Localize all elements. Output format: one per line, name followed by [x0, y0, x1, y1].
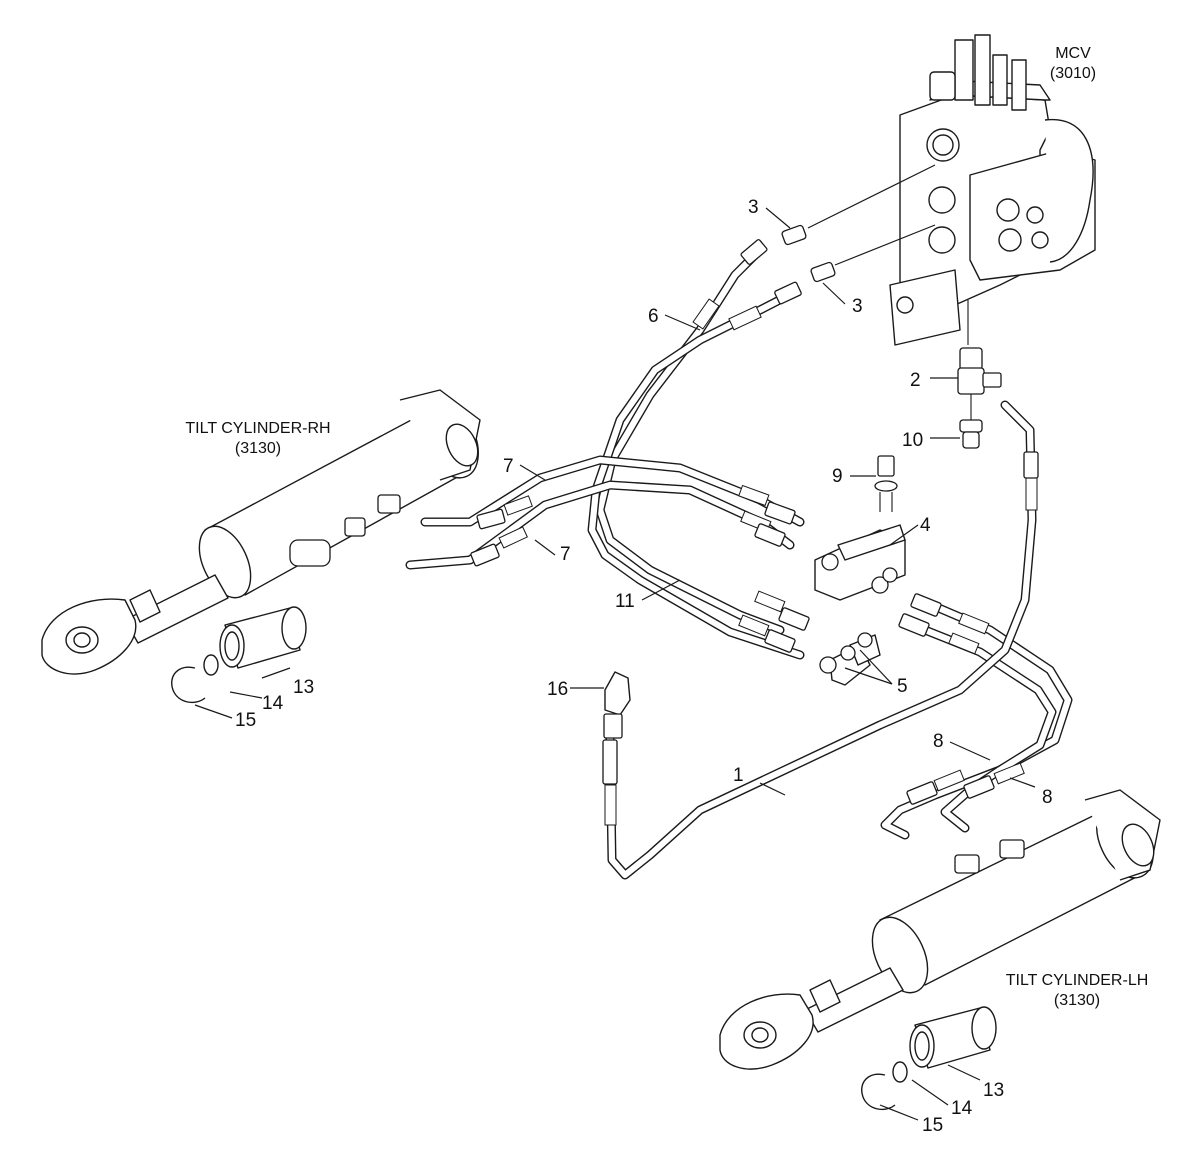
callout-13: 13 [983, 1080, 1004, 1101]
callout-2: 2 [910, 370, 921, 391]
bolt-9 [874, 455, 898, 512]
callout-10: 10 [902, 430, 923, 451]
tilt-rh-code: (3130) [235, 440, 281, 457]
callout-16: 16 [547, 679, 568, 700]
callout-15: 15 [922, 1115, 943, 1136]
callout-5: 5 [897, 676, 908, 697]
callout-11: 11 [615, 591, 635, 612]
hose-sleeves [498, 298, 1038, 826]
assembly-labels: MCV (3010) TILT CYLINDER-RH (3130) TILT … [185, 45, 1148, 1009]
hose-ferrules [470, 239, 1039, 805]
callout-3: 3 [852, 296, 863, 317]
callout-4: 4 [920, 515, 931, 536]
callout-3: 3 [748, 197, 759, 218]
o-ring-14-lh [892, 1061, 908, 1083]
elbow-fitting-16 [603, 671, 631, 739]
callout-8: 8 [933, 731, 944, 752]
tilt-lh-code: (3130) [1054, 992, 1100, 1009]
fitting-3-upper [781, 164, 936, 246]
callout-6: 6 [648, 306, 659, 327]
tee-fitting-2 [957, 347, 1002, 420]
fitting-3-lower [810, 224, 936, 283]
tilt-rh-name: TILT CYLINDER-RH [185, 420, 330, 437]
tilt-lh-name: TILT CYLINDER-LH [1006, 972, 1149, 989]
callout-7: 7 [503, 456, 514, 477]
snap-ring-15-rh [171, 666, 206, 704]
plug-10 [959, 419, 983, 449]
callout-14: 14 [262, 693, 284, 714]
connector-blocks-5 [819, 632, 881, 686]
callout-numbers: 3 3 6 2 10 9 4 7 7 11 5 16 1 8 8 13 14 1… [235, 197, 1053, 1136]
callout-1: 1 [733, 765, 744, 786]
bushing-13-rh [219, 606, 307, 669]
callout-13: 13 [293, 677, 314, 698]
snap-ring-15-lh [861, 1073, 896, 1111]
bushing-13-lh [909, 1006, 997, 1069]
leader-lines [194, 207, 1036, 1121]
tilt-cylinder-lh [719, 789, 1161, 1070]
manifold-block-4 [814, 524, 906, 601]
callout-15: 15 [235, 710, 256, 731]
mcv-code: (3010) [1050, 65, 1096, 82]
mcv-name: MCV [1055, 45, 1091, 62]
mcv-valve-body [889, 34, 1096, 346]
hose-lines [405, 245, 1073, 880]
tilt-cylinder-rh [41, 389, 481, 675]
callout-9: 9 [832, 466, 843, 487]
callout-7: 7 [560, 544, 571, 565]
callout-14: 14 [951, 1098, 973, 1119]
o-ring-14-rh [203, 654, 219, 676]
callout-8: 8 [1042, 787, 1053, 808]
